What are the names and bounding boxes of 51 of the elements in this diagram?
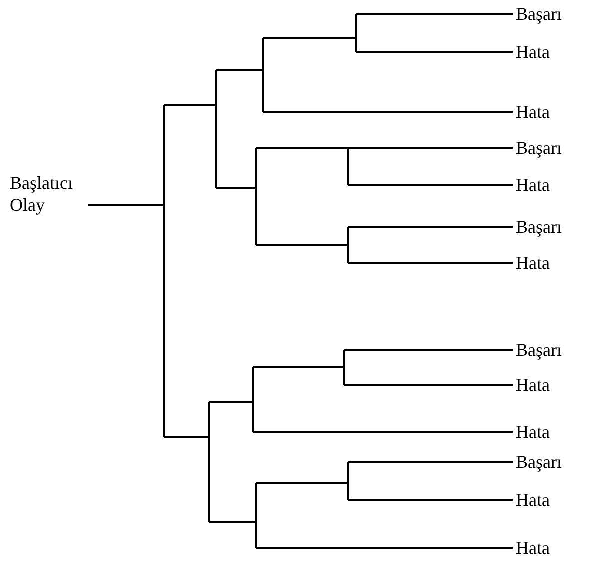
branch-line bbox=[163, 105, 165, 437]
branch-connector bbox=[256, 547, 513, 549]
outcome-label: Başarı bbox=[516, 340, 562, 360]
branch-line bbox=[347, 462, 349, 500]
branch-connector bbox=[253, 366, 344, 368]
outcome-label: Hata bbox=[516, 538, 550, 558]
outcome-label: Başarı bbox=[516, 138, 562, 158]
branch-line bbox=[355, 14, 357, 52]
branch-connector bbox=[209, 521, 256, 523]
outcome-label: Hata bbox=[516, 375, 550, 395]
branch-connector bbox=[348, 262, 513, 264]
branch-connector bbox=[356, 13, 513, 15]
outcome-label: Hata bbox=[516, 102, 550, 122]
branch-connector bbox=[164, 436, 209, 438]
branch-connector bbox=[348, 184, 513, 186]
branch-connector bbox=[348, 461, 513, 463]
branch-connector bbox=[88, 204, 164, 206]
branch-connector bbox=[216, 187, 256, 189]
branch-connector bbox=[253, 431, 513, 433]
branch-connector bbox=[344, 349, 513, 351]
branch-connector bbox=[348, 226, 513, 228]
branch-connector bbox=[256, 244, 348, 246]
branch-connector bbox=[256, 147, 348, 149]
outcome-label: Hata bbox=[516, 253, 550, 273]
branch-connector bbox=[256, 482, 348, 484]
branch-line bbox=[343, 350, 345, 385]
outcome-label: Başarı bbox=[516, 217, 562, 237]
outcome-label: Hata bbox=[516, 175, 550, 195]
branch-connector bbox=[209, 401, 253, 403]
branch-connector bbox=[263, 111, 513, 113]
branch-line bbox=[252, 367, 254, 432]
branch-connector bbox=[348, 147, 513, 149]
branch-line bbox=[255, 483, 257, 548]
branch-line bbox=[255, 148, 257, 245]
outcome-label: Başarı bbox=[516, 452, 562, 472]
branch-line bbox=[208, 402, 210, 522]
branch-connector bbox=[344, 384, 513, 386]
branch-connector bbox=[348, 499, 513, 501]
outcome-label: Hata bbox=[516, 422, 550, 442]
branch-connector bbox=[216, 69, 263, 71]
branch-connector bbox=[164, 104, 216, 106]
outcome-label: Hata bbox=[516, 42, 550, 62]
branch-line bbox=[347, 148, 349, 185]
branch-line bbox=[262, 38, 264, 112]
outcome-label: Hata bbox=[516, 490, 550, 510]
branch-line bbox=[215, 70, 217, 188]
outcome-label: Başarı bbox=[516, 4, 562, 24]
branch-line bbox=[347, 227, 349, 263]
branch-connector bbox=[356, 51, 513, 53]
initiating-event-label: Başlatıcı Olay bbox=[10, 172, 90, 216]
branch-connector bbox=[263, 37, 356, 39]
